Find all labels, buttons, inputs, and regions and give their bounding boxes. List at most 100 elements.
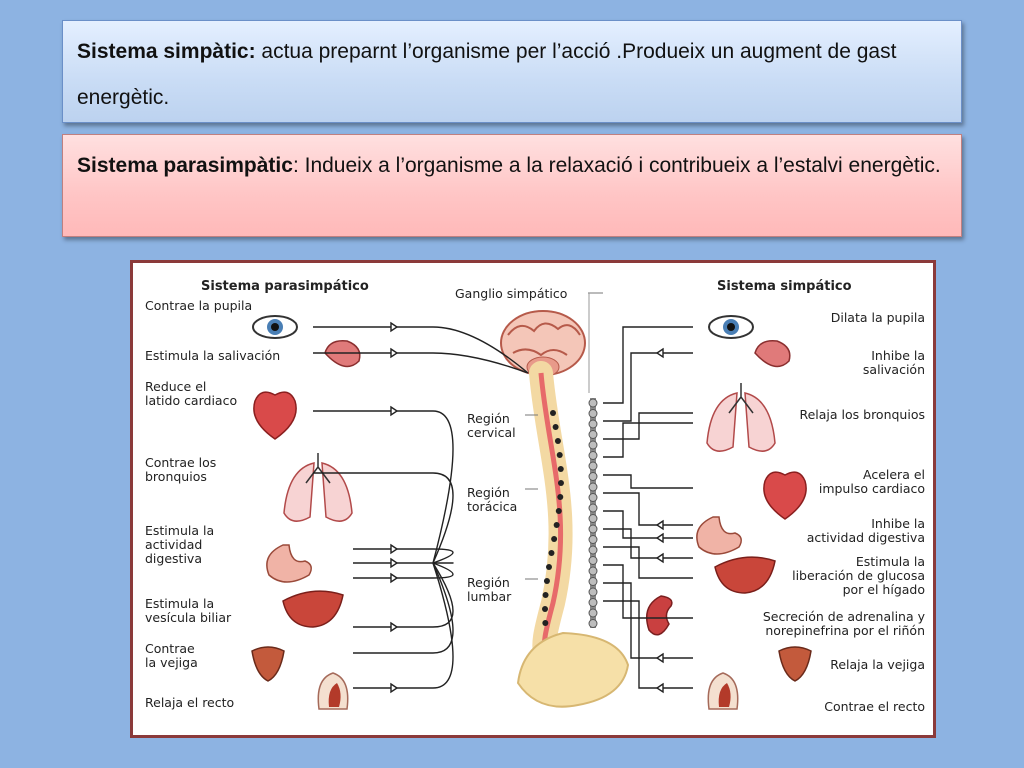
ganglion [588,598,598,607]
spinal-column [516,361,630,708]
nerve-path [603,600,693,689]
nerve-path [313,472,454,564]
ganglion [588,440,598,450]
ganglio-label: Ganglio simpático [455,286,567,301]
bladder-icon [778,646,812,682]
synapse-arrow [390,557,399,569]
ganglion [588,461,598,471]
liver-icon [714,556,776,594]
synapse-arrow [655,347,664,359]
eye-icon [252,315,298,339]
sympathetic-effect-label: por el hígado [843,582,925,597]
parasympathetic-title: Sistema parasimpàtic [77,154,293,177]
parasympathetic-effect-label: actividad [145,537,202,552]
nerve-path [313,352,529,374]
sympathetic-text: actua preparnt l’organisme per l’acció .… [77,40,897,109]
parasympathetic-effect-label: la vejiga [145,655,198,670]
spinal-nerve-root [542,606,549,612]
sympathetic-effect-label: Dilata la pupila [831,310,925,325]
ganglion [588,524,598,534]
rectum-icon [707,672,739,710]
parasympathetic-effect-label: Contrae [145,641,195,656]
sympathetic-title: Sistema simpàtic: [77,40,256,63]
parasympathetic-text: : Indueix a l’organisme a la relaxació i… [292,154,941,177]
sympathetic-header: Sistema simpático [717,279,852,294]
parasympathetic-definition-box: Sistema parasimpàtic: Indueix a l’organi… [62,134,962,237]
nerve-path [603,422,693,458]
sympathetic-effect-label: Contrae el recto [824,699,925,714]
eye-icon [708,315,754,339]
sympathetic-effect-label: Relaja la vejiga [830,657,925,672]
ganglion [588,535,598,544]
sympathetic-effect-label: Acelera el [863,467,925,482]
spinal-nerve-root [556,452,563,458]
nerve-path [603,474,693,489]
organ-illustrations [251,315,812,710]
synapse-arrow [655,652,664,664]
region-label: cervical [467,425,516,440]
ganglia-chain [542,398,598,628]
spinal-nerve-root [557,494,564,500]
sympathetic-definition-box: Sistema simpàtic: actua preparnt l’organ… [62,20,962,123]
nerve-path [353,562,454,654]
salivary-gland-icon [754,340,791,368]
sympathetic-effect-label: actividad digestiva [807,530,925,545]
nerve-path [353,562,454,628]
nerve-connections [313,321,693,694]
sympathetic-effect-label: Inhibe la [871,348,925,363]
nerve-path [603,352,693,422]
nerve-path [603,412,693,440]
nerve-path [353,562,454,689]
stomach-icon [266,544,312,583]
nerve-path [353,562,454,579]
synapse-arrow [390,621,399,633]
nerve-path [313,410,454,564]
sympathetic-effect-label: Secreción de adrenalina y [763,609,926,624]
region-label: Región [467,485,510,500]
sympathetic-effect-label: salivación [863,362,925,377]
heart-icon [763,471,807,520]
sympathetic-effect-label: Estimula la [856,554,925,569]
spinal-nerve-root [542,620,549,626]
parasympathetic-effect-label: Estimula la [145,596,214,611]
nervous-system-diagram: Sistema parasimpático Sistema simpático … [130,260,936,738]
parasympathetic-effect-label: Contrae los [145,455,216,470]
ganglion [588,619,598,628]
region-label: lumbar [467,589,512,604]
synapse-arrow [655,532,664,544]
synapse-arrow [390,347,399,359]
region-label: Región [467,411,510,426]
sympathetic-effect-label: Relaja los bronquios [799,407,925,422]
sympathetic-effect-label: Inhibe la [871,516,925,531]
region-label: Región [467,575,510,590]
ganglion [588,493,598,502]
sympathetic-effect-label: norepinefrina por el riñón [765,623,925,638]
synapse-arrow [390,682,399,694]
parasympathetic-effect-label: Reduce el [145,379,206,394]
ganglion [588,577,598,586]
spinal-nerve-root [557,480,564,486]
synapse-arrow [390,572,399,584]
bladder-icon [251,646,285,682]
spinal-nerve-root [548,550,555,556]
parasympathetic-effect-label: Relaja el recto [145,695,234,710]
spinal-nerve-root [542,592,549,598]
ganglion [588,503,598,513]
spinal-nerve-root [545,564,552,570]
ganglion [588,545,598,555]
nerve-path [353,548,454,564]
parasympathetic-header: Sistema parasimpático [201,279,369,294]
nerve-path [603,326,693,404]
lungs-icon [706,383,776,452]
ganglion [588,472,598,481]
sympathetic-effect-label: impulso cardiaco [819,481,925,496]
ganglion [588,608,598,618]
ganglion [588,419,598,429]
parasympathetic-effect-label: Estimula la salivación [145,348,280,363]
synapse-arrow [655,682,664,694]
nerve-path [313,326,529,374]
ganglion [588,430,598,439]
lungs-icon [283,453,353,522]
